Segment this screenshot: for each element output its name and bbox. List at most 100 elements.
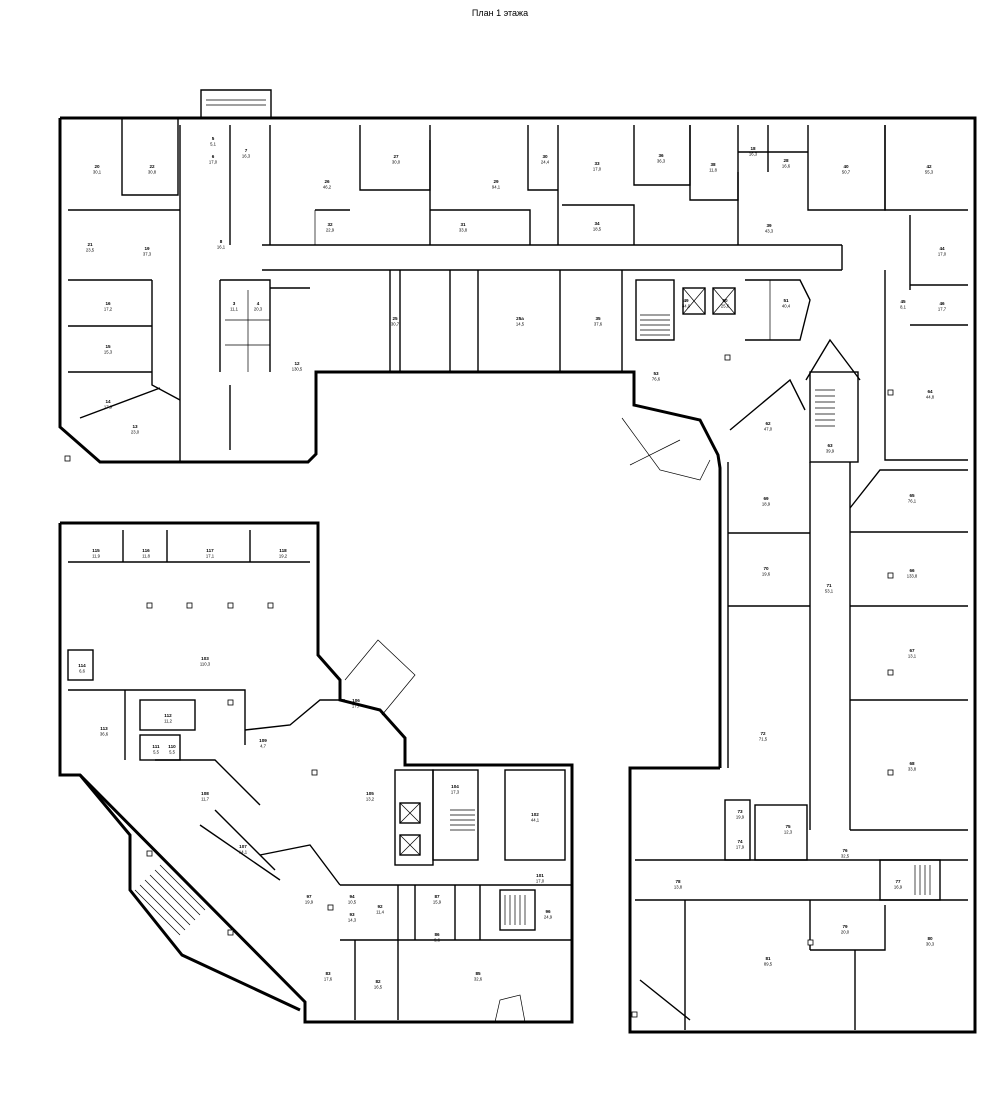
room-number: 70 — [763, 566, 769, 571]
room-area: 10,5 — [348, 900, 357, 905]
room-number: 83 — [325, 971, 331, 976]
room-number: 96 — [545, 909, 551, 914]
column-markers — [64, 354, 894, 1018]
room-number: 62 — [765, 421, 771, 426]
room-area: 36,3 — [657, 159, 666, 164]
room-number: 19 — [144, 246, 150, 251]
room-number: 103 — [201, 656, 209, 661]
room-area: 20,0 — [841, 930, 850, 935]
room-area: 30,0 — [392, 160, 401, 165]
room-number: 111 — [152, 744, 160, 749]
room-area: 94,1 — [492, 185, 501, 190]
room-area: 30,3 — [926, 942, 935, 947]
room-number: 85 — [475, 971, 481, 976]
room-area: 34,0 — [682, 304, 691, 309]
room-area: 4,7 — [260, 744, 266, 749]
room-area: 13,2 — [366, 797, 375, 802]
room-number: 45 — [900, 299, 906, 304]
room-number: 118 — [279, 548, 287, 553]
room-area: 11,8 — [709, 168, 718, 173]
room-area: 22,9 — [326, 228, 335, 233]
room-number: 29 — [493, 179, 499, 184]
room-number: 79 — [842, 924, 848, 929]
room-number: 110 — [168, 744, 176, 749]
room-number: 108 — [201, 791, 209, 796]
room-number: 117 — [206, 548, 214, 553]
room-number: 80 — [927, 936, 933, 941]
room-area: 89,5 — [764, 962, 773, 967]
room-area: 43,3 — [765, 229, 774, 234]
room-area: 17,0 — [593, 167, 602, 172]
room-area: 30,8 — [148, 170, 157, 175]
room-area: 12,3 — [784, 830, 793, 835]
room-area: 16,6 — [782, 164, 791, 169]
room-area: 25,6 — [721, 304, 730, 309]
room-number: 31 — [460, 222, 466, 227]
room-number: 13 — [132, 424, 138, 429]
room-number: 92 — [377, 904, 383, 909]
room-number: 25а — [516, 316, 524, 321]
room-number: 4 — [257, 301, 260, 306]
room-number: 46 — [939, 301, 945, 306]
room-area: 17,7 — [938, 307, 947, 312]
room-area: 33,8 — [908, 767, 917, 772]
room-number: 6 — [212, 154, 215, 159]
room-area: 14,5 — [516, 322, 525, 327]
room-area: 17,9 — [736, 845, 745, 850]
room-number: 93 — [349, 912, 355, 917]
room-area: 17,2 — [104, 307, 113, 312]
room-area: 18,5 — [593, 227, 602, 232]
room-area: 46,2 — [323, 185, 332, 190]
room-area: 6,6 — [79, 669, 85, 674]
room-area: 15,9 — [433, 900, 442, 905]
room-area: 30,1 — [93, 170, 102, 175]
room-number: 86 — [434, 932, 440, 937]
room-area: 50,7 — [842, 170, 851, 175]
room-area: 16,1 — [217, 245, 226, 250]
room-number: 76 — [842, 848, 848, 853]
room-number: 66 — [909, 568, 915, 573]
room-area: 133,8 — [907, 574, 918, 579]
room-area: 19,6 — [762, 572, 771, 577]
room-area: 14,3 — [348, 918, 357, 923]
room-area: 17,0 — [209, 160, 218, 165]
room-number: 3 — [233, 301, 236, 306]
room-number: 28 — [783, 158, 789, 163]
room-number: 67 — [909, 648, 915, 653]
room-number: 42 — [926, 164, 932, 169]
room-number: 15 — [105, 344, 111, 349]
room-number: 87 — [434, 894, 440, 899]
room-area: 17,6 — [324, 977, 333, 982]
room-number: 65 — [909, 493, 915, 498]
room-number: 12 — [294, 361, 300, 366]
room-number: 21 — [87, 242, 93, 247]
room-area: 32,5 — [841, 854, 850, 859]
room-area: 19,9 — [305, 900, 314, 905]
room-area: 20,3 — [254, 307, 263, 312]
room-area: 76,1 — [908, 499, 917, 504]
plan-title: План 1 этажа — [471, 8, 529, 18]
room-number: 94 — [349, 894, 355, 899]
room-number: 73 — [737, 809, 743, 814]
room-number: 101 — [536, 873, 544, 878]
room-area: 11,7 — [201, 797, 210, 802]
room-number: 44 — [939, 246, 945, 251]
room-number: 34 — [594, 221, 600, 226]
room-number: 106 — [352, 698, 360, 703]
room-number: 113 — [100, 726, 108, 731]
room-area: 53,1 — [825, 589, 834, 594]
room-number: 8 — [220, 239, 223, 244]
room-area: 5,5 — [153, 750, 159, 755]
room-number: 68 — [909, 761, 915, 766]
room-area: 5,1 — [210, 142, 216, 147]
room-number: 72 — [760, 731, 766, 736]
room-area: 44,1 — [531, 818, 540, 823]
room-area: 17,1 — [206, 554, 215, 559]
room-area: 11,9 — [92, 554, 101, 559]
room-area: 17,3 — [451, 790, 460, 795]
room-area: 23,5 — [86, 248, 95, 253]
wing-north-west — [58, 89, 977, 1034]
room-area: 8,1 — [900, 305, 906, 310]
room-number: 97 — [306, 894, 312, 899]
